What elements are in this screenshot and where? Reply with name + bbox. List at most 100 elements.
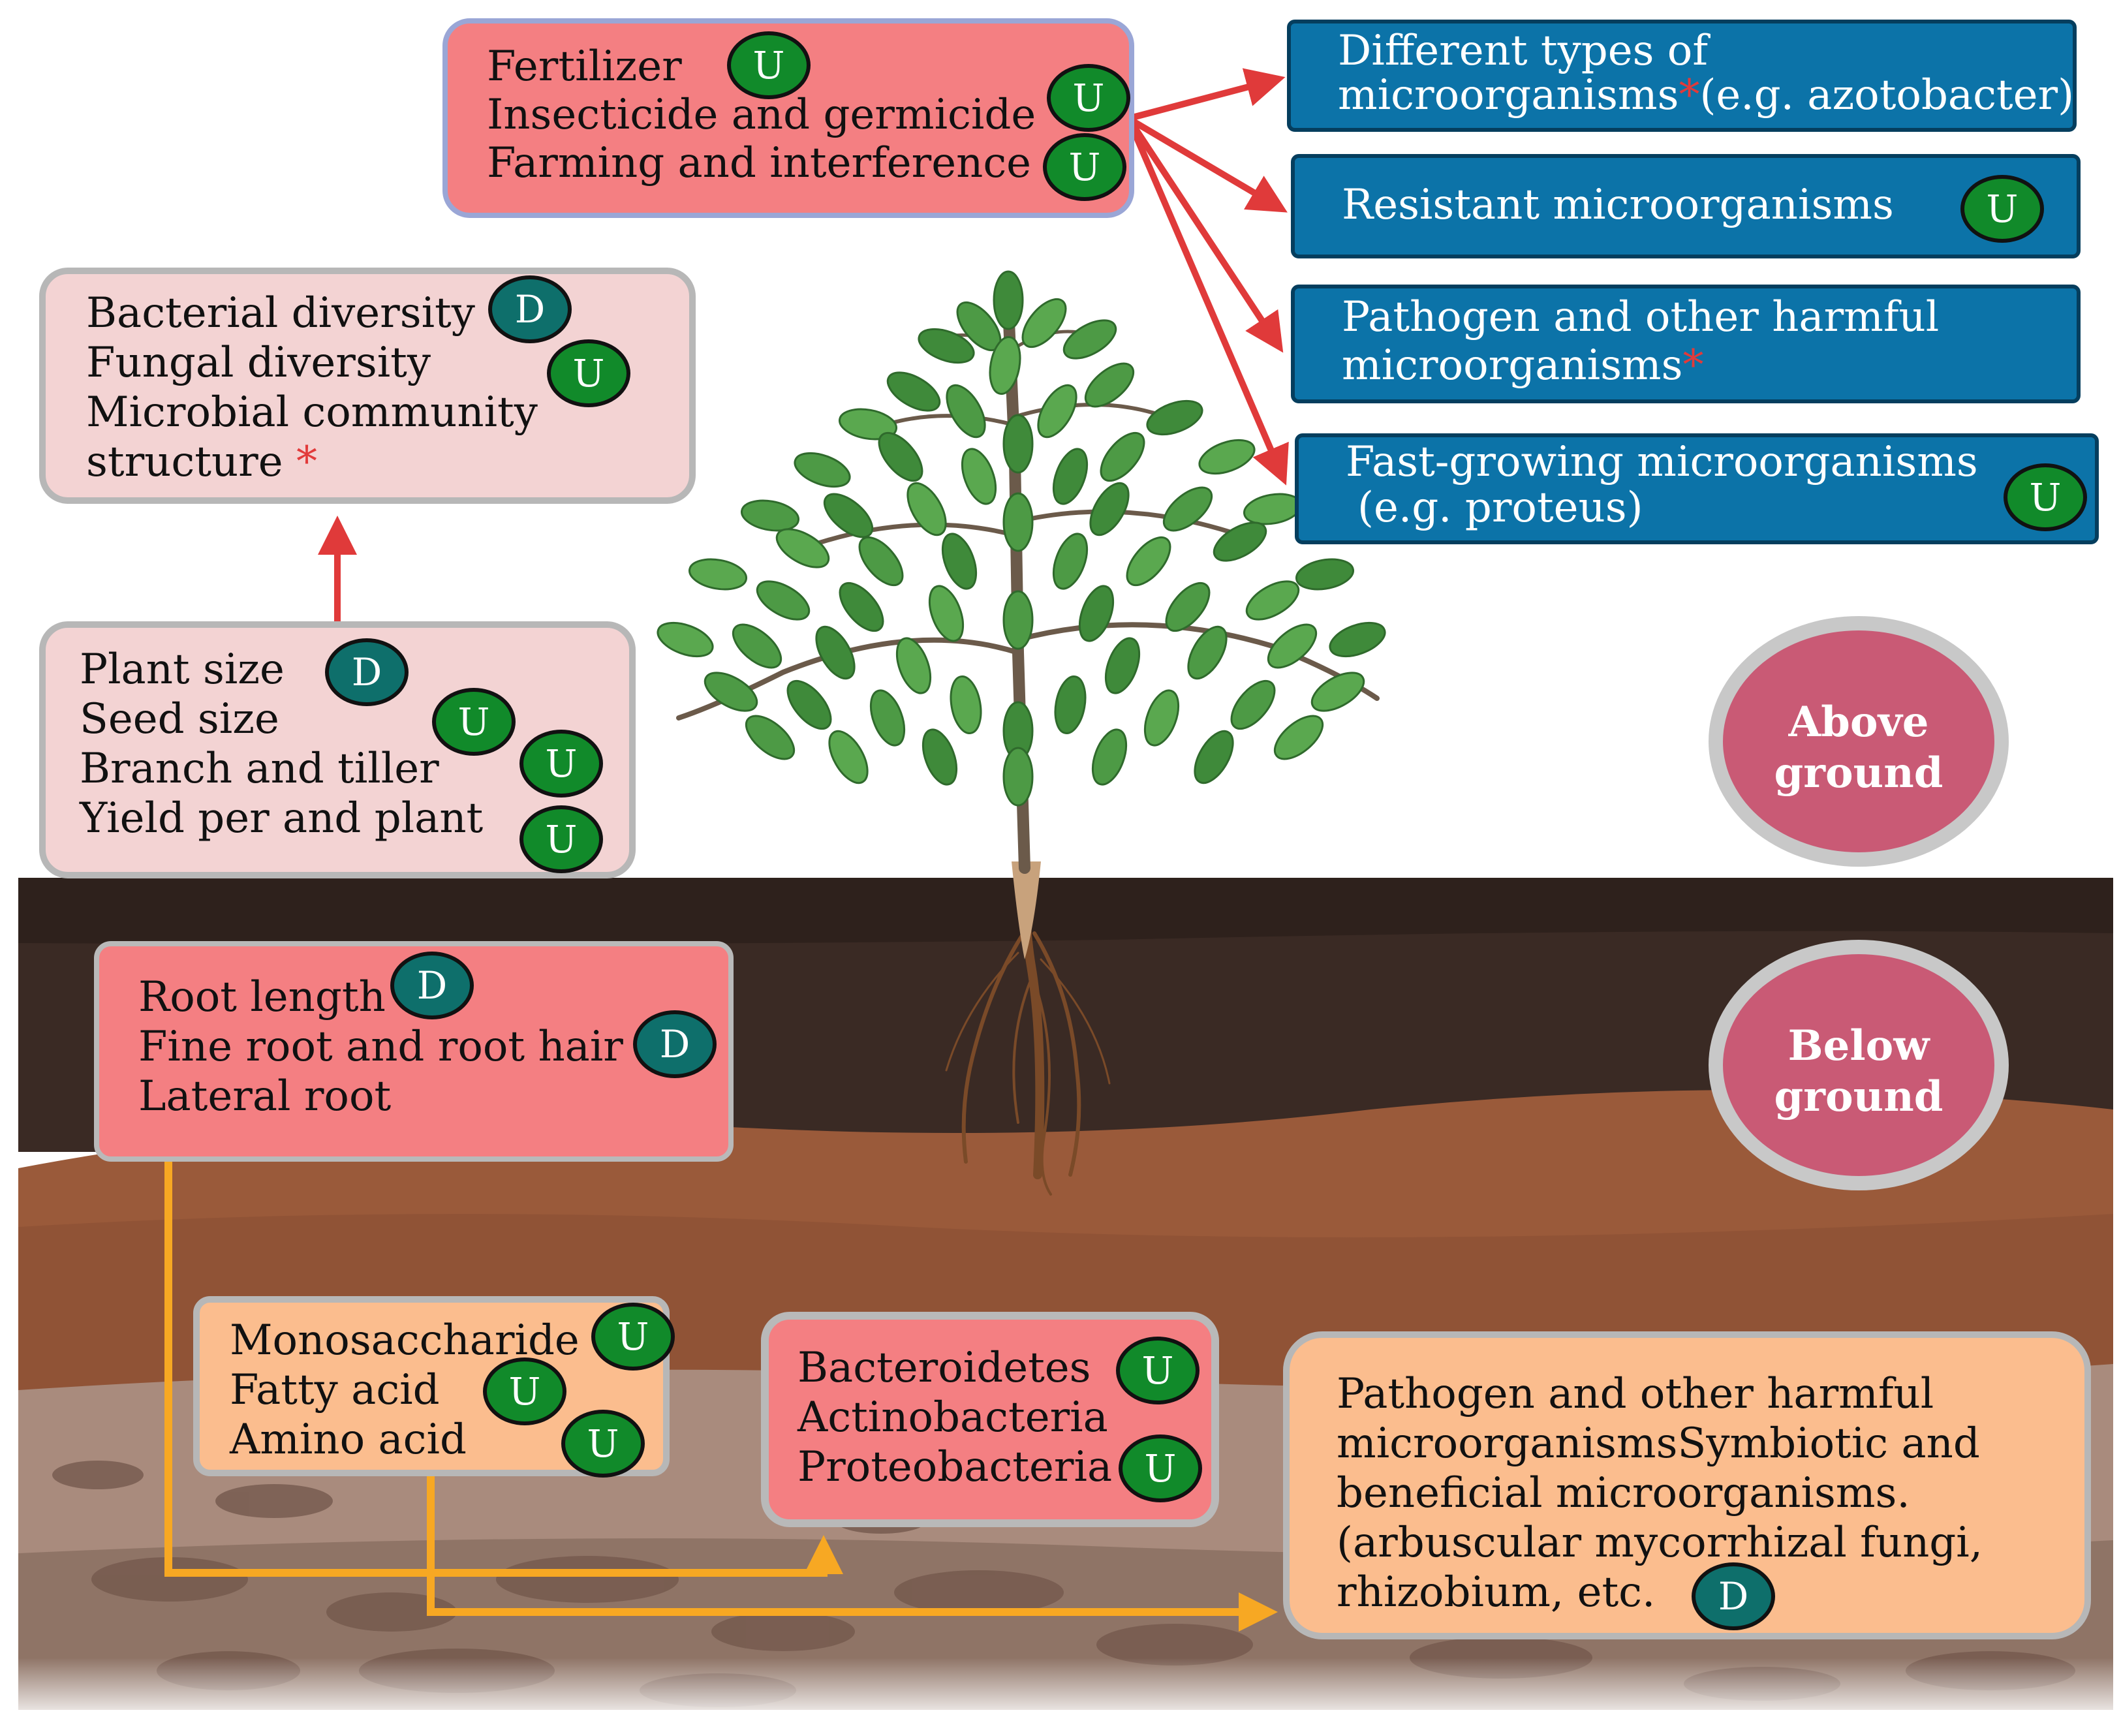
leaf: [1230, 679, 1276, 730]
leaf: [1165, 581, 1211, 632]
arrow-to-types: [1131, 68, 1286, 121]
root-length: Root length: [138, 973, 386, 1021]
up-badge: U: [2004, 463, 2087, 531]
pathogen-line2: microorganisms*: [1342, 341, 1704, 390]
plant-taproot: [1012, 861, 1041, 959]
leaf: [1267, 623, 1318, 669]
down-badge: D: [1692, 1562, 1775, 1630]
above-ground-line1: Above: [1788, 698, 1929, 747]
leaf: [1146, 399, 1203, 436]
leaf: [839, 581, 884, 632]
microbial-diversity-box: Bacterial diversity Fungal diversity Mic…: [39, 268, 696, 504]
plant-size: Plant size: [80, 645, 285, 694]
down-badge: D: [633, 1010, 717, 1078]
monosaccharide: Monosaccharide: [230, 1316, 580, 1365]
types-line1: Different types of: [1338, 27, 1708, 75]
leaf: [993, 270, 1024, 330]
up-badge: U: [1116, 1337, 1200, 1404]
microbes-line1: Pathogen and other harmful: [1337, 1370, 1934, 1418]
leaf: [745, 715, 796, 760]
fast-line2: (e.g. proteus): [1357, 484, 1643, 532]
above-ground-label: Above ground: [1709, 616, 2009, 867]
leaf: [1213, 521, 1267, 562]
diversity-community: Microbial community: [86, 388, 538, 437]
diversity-structure: structure *: [86, 438, 317, 486]
microbes-line4: (arbuscular mycorrhizal fungi,: [1337, 1519, 1983, 1567]
diversity-fungal: Fungal diversity: [86, 339, 431, 387]
arrow-nutrients-to-microbes: [427, 1476, 1278, 1632]
leaf: [1054, 675, 1087, 734]
plant-foliage: [657, 270, 1386, 807]
up-badge: U: [1047, 64, 1130, 132]
up-badge: U: [519, 730, 603, 798]
leaf: [1162, 486, 1213, 532]
rhizosphere-microbes-box: Pathogen and other harmful microorganism…: [1283, 1331, 2091, 1639]
leaf: [786, 679, 832, 730]
down-badge: D: [325, 638, 409, 706]
asterisk: *: [1679, 71, 1700, 119]
plant-traits-box: Plant size Seed size Branch and tiller Y…: [39, 621, 636, 878]
leaf: [741, 499, 799, 532]
leaf: [1052, 448, 1089, 505]
leaf: [950, 675, 982, 734]
leaf: [1052, 533, 1089, 590]
leaf: [989, 336, 1021, 395]
asterisk: *: [1682, 341, 1704, 390]
leaf: [1310, 672, 1365, 712]
soil-fade: [18, 1658, 2113, 1716]
arrow-to-pathogen: [1129, 122, 1284, 353]
types-line2: microorganisms*(e.g. azotobacter): [1338, 71, 2075, 119]
types-of-microorganisms-box: Different types of microorganisms*(e.g. …: [1287, 20, 2077, 132]
leaf: [689, 558, 747, 591]
branch-tiller: Branch and tiller: [80, 745, 439, 793]
microbes-line2: microorganismsSymbiotic and: [1337, 1419, 1980, 1468]
leaf: [941, 533, 978, 590]
management-fertilizer: Fertilizer: [487, 42, 682, 91]
leaf: [1062, 319, 1117, 360]
leaf: [828, 730, 869, 784]
leaf: [1295, 558, 1354, 591]
leaf: [657, 621, 714, 658]
leaf: [823, 493, 874, 538]
management-box: Fertilizer Insecticide and germicide Far…: [442, 18, 1134, 218]
leaf: [794, 452, 851, 488]
resistant-microorganisms-box: Resistant microorganisms U: [1291, 154, 2081, 258]
proteobacteria: Proteobacteria: [797, 1443, 1113, 1491]
red-arrows: [318, 68, 1289, 623]
up-badge: U: [1119, 1434, 1202, 1502]
leaf: [1002, 492, 1034, 552]
leaf: [732, 623, 782, 669]
up-badge: U: [727, 31, 811, 99]
asterisk: *: [296, 438, 317, 486]
microbes-line5: rhizobium, etc.: [1337, 1568, 1656, 1617]
below-ground-label: Below ground: [1709, 940, 2009, 1190]
leaf: [1126, 536, 1171, 587]
below-ground-line2: ground: [1774, 1072, 1943, 1121]
leaf: [1273, 715, 1324, 760]
root-exudates-box: Monosaccharide Fatty acid Amino acid U U…: [193, 1296, 675, 1478]
leaf: [1329, 621, 1386, 658]
topsoil-darker-band: [18, 878, 2113, 944]
leaf: [1002, 590, 1034, 650]
fine-root-hair: Fine root and root hair: [138, 1023, 623, 1071]
lateral-root: Lateral root: [138, 1072, 392, 1121]
leaf: [1194, 730, 1234, 784]
up-badge: U: [432, 688, 516, 756]
arrow-root-to-phyla: [164, 1160, 843, 1577]
up-badge: U: [519, 805, 603, 873]
leaf: [1187, 625, 1228, 680]
up-badge: U: [483, 1357, 566, 1425]
leaf: [886, 371, 941, 412]
above-ground-line2: ground: [1774, 749, 1943, 798]
root-traits-box: Root length Fine root and root hair Late…: [94, 941, 734, 1162]
leaf: [946, 384, 986, 439]
bacteroidetes: Bacteroidetes: [797, 1344, 1091, 1392]
resistant-label: Resistant microorganisms: [1342, 181, 1894, 229]
leaf: [1021, 298, 1067, 349]
fast-growing-microorganisms-box: Fast-growing microorganisms (e.g. proteu…: [1295, 433, 2099, 544]
leaf: [1078, 585, 1115, 642]
leaf: [895, 637, 932, 694]
leaf: [775, 528, 830, 568]
